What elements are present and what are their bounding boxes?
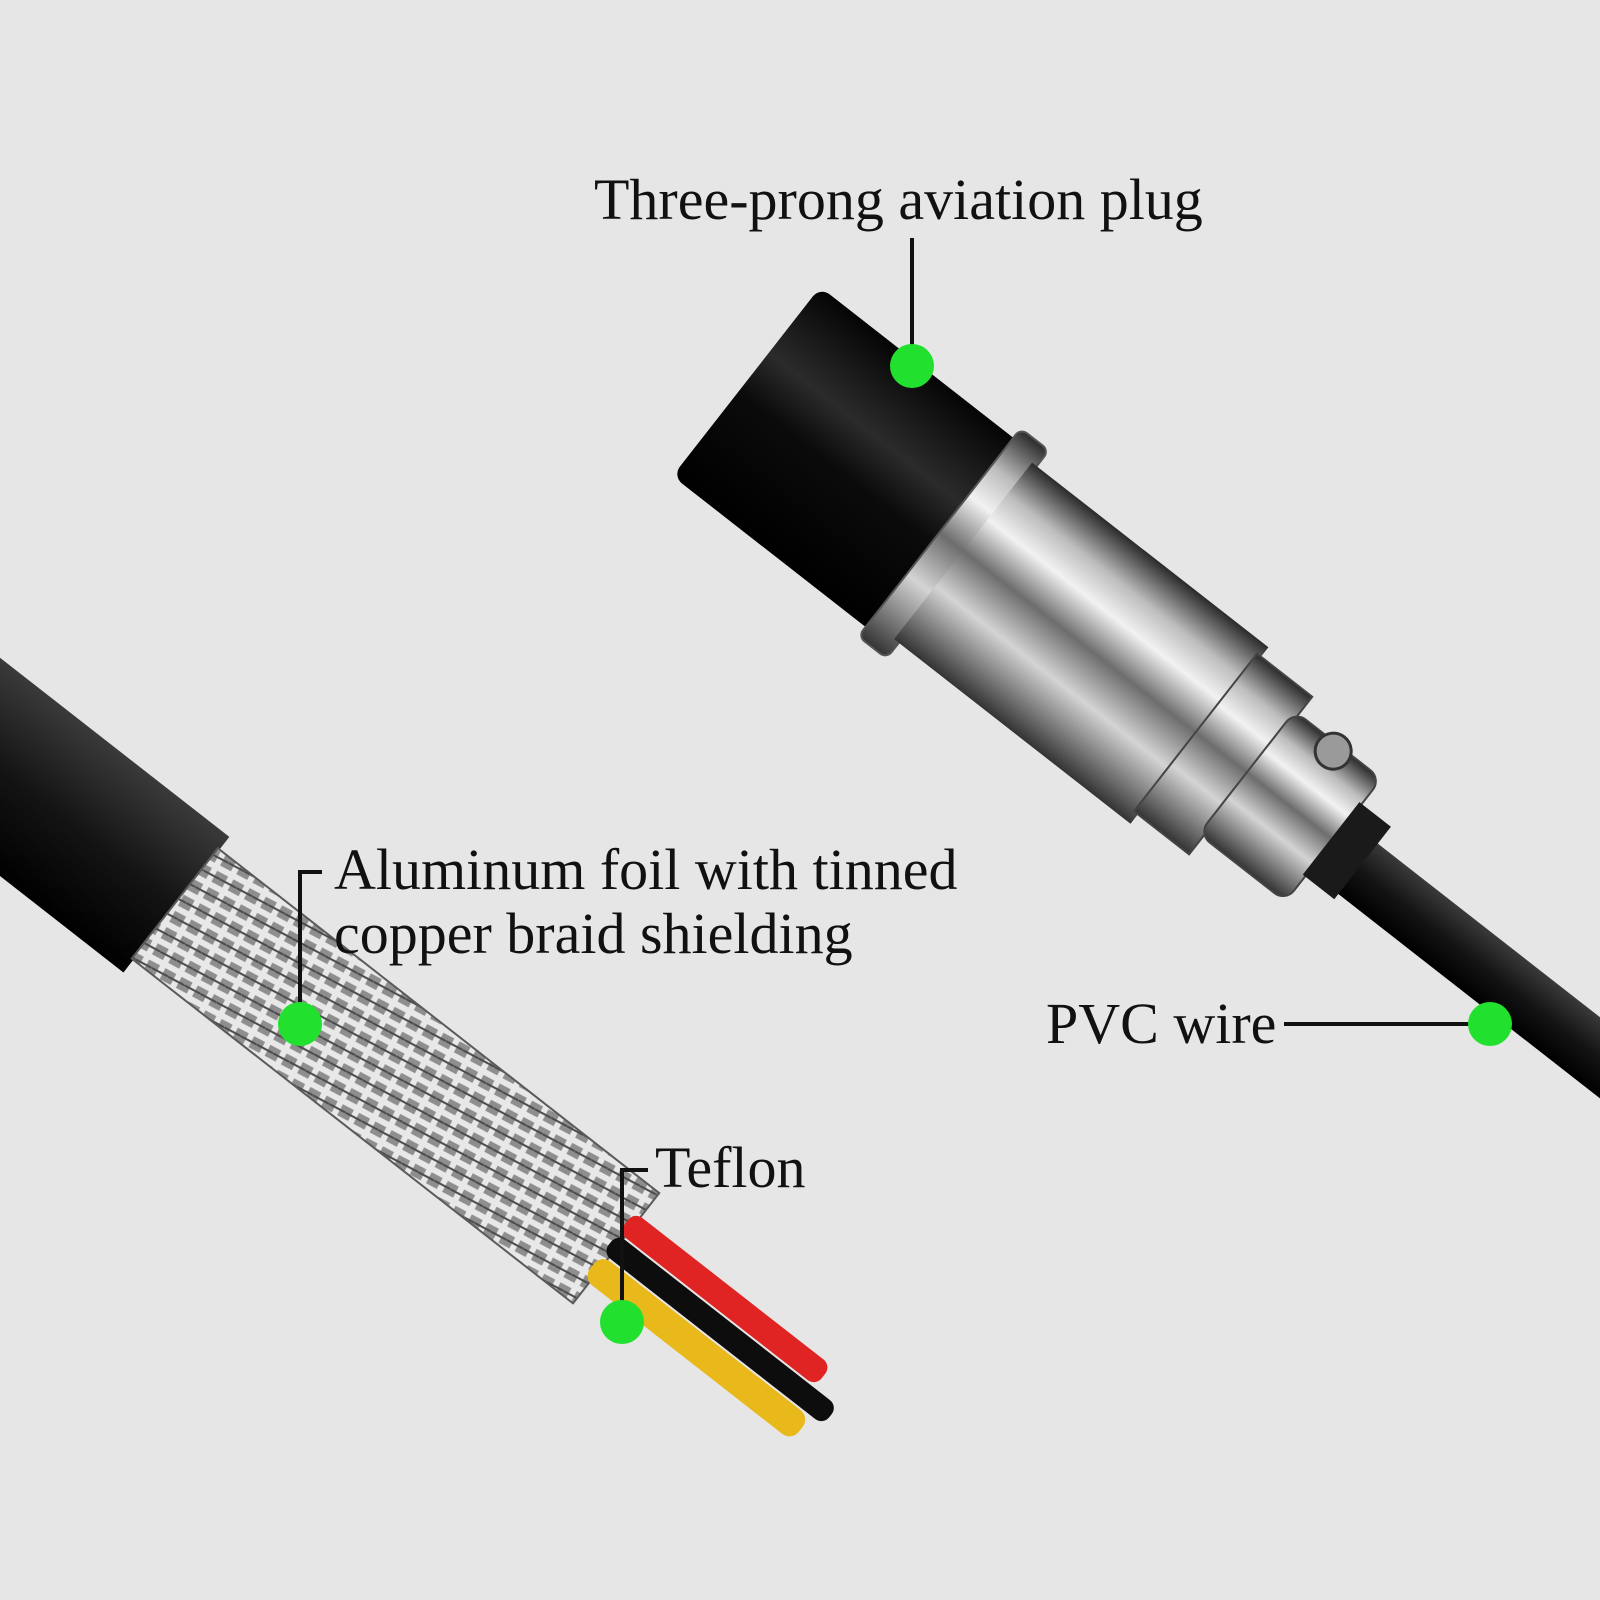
shield-label: Aluminum foil with tinned copper braid s… (334, 838, 957, 966)
plug-label: Three-prong aviation plug (594, 167, 1203, 232)
shield-label-line-1: Aluminum foil with tinned (334, 837, 958, 902)
teflon-label: Teflon (655, 1135, 806, 1200)
aviation-plug-illustration (677, 291, 1600, 1146)
teflon-leader-line (620, 1168, 648, 1320)
shielded-cable-illustration (0, 652, 834, 1437)
green-dot-icon (278, 1002, 322, 1046)
leader-lines (298, 238, 1490, 1320)
shield-label-line-2: copper braid shielding (334, 901, 853, 966)
markers (278, 344, 1512, 1344)
green-dot-icon (890, 344, 934, 388)
green-dot-icon (1468, 1002, 1512, 1046)
green-dot-icon (600, 1300, 644, 1344)
shield-leader-line (298, 870, 322, 1022)
pvc-label: PVC wire (1046, 991, 1277, 1056)
